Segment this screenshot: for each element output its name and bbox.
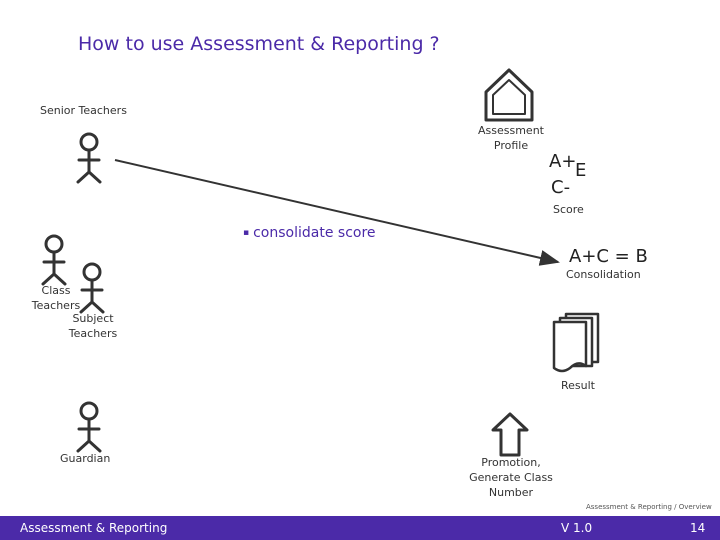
consolidate-score-bullet: ▪consolidate score xyxy=(243,225,376,241)
grade-a-plus: A+ xyxy=(549,151,577,172)
consolidation-label: Consolidation xyxy=(566,268,641,281)
house-icon xyxy=(484,68,534,122)
class-teachers-label: Class Teachers xyxy=(31,284,81,312)
consolidation-formula: A+C = B xyxy=(569,246,648,267)
page-title: How to use Assessment & Reporting ? xyxy=(78,33,440,55)
up-arrow-icon xyxy=(491,412,529,457)
grade-c-minus: C- xyxy=(551,177,571,198)
result-label: Result xyxy=(561,379,595,392)
promotion-label: Promotion, Generate Class Number xyxy=(469,456,553,499)
score-label: Score xyxy=(553,203,584,216)
guardian-figure-icon xyxy=(76,401,102,453)
breadcrumb: Assessment & Reporting / Overview xyxy=(586,503,712,511)
footer-version: V 1.0 xyxy=(561,521,593,535)
bullet-marker: ▪ xyxy=(243,228,250,238)
footer-title: Assessment & Reporting xyxy=(20,521,168,535)
senior-teacher-figure-icon xyxy=(76,132,102,184)
guardian-label: Guardian xyxy=(60,452,111,465)
flow-arrow xyxy=(114,159,560,266)
footer-bar xyxy=(0,516,720,540)
documents-icon xyxy=(552,312,600,373)
subject-teachers-label: Subject Teachers xyxy=(68,312,118,340)
grade-e: E xyxy=(575,160,587,181)
page-number: 14 xyxy=(690,521,706,535)
subject-teacher-figure-icon xyxy=(79,262,105,314)
assessment-profile-label: Assessment Profile xyxy=(478,124,544,152)
class-teacher-figure-icon xyxy=(41,234,67,286)
senior-teachers-label: Senior Teachers xyxy=(40,104,127,117)
consolidate-score-text: consolidate score xyxy=(253,225,376,241)
